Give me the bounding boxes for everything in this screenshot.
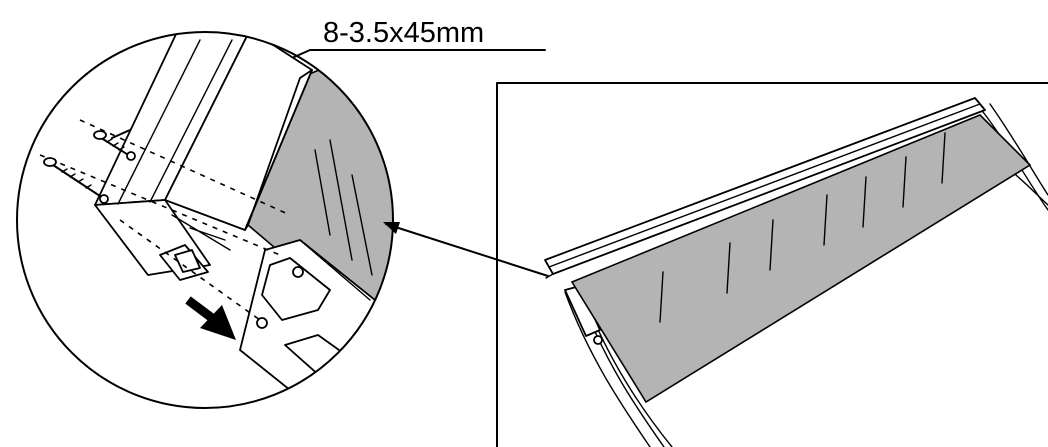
glass-hatch bbox=[351, 174, 373, 276]
screw-spec-label: 8-3.5x45mm bbox=[323, 17, 484, 49]
detail-connector-line bbox=[385, 223, 549, 277]
alignment-line bbox=[119, 219, 261, 321]
fixing-point bbox=[593, 335, 603, 345]
frame-rail bbox=[564, 291, 651, 447]
glass-hatch bbox=[314, 149, 331, 236]
overview-border bbox=[496, 82, 1048, 447]
glass-panel bbox=[570, 114, 1032, 404]
screw-icon bbox=[93, 130, 136, 161]
rafter-profile bbox=[94, 32, 313, 281]
detail-circle bbox=[16, 31, 394, 409]
connector-arrowhead bbox=[383, 222, 400, 234]
overview-frame bbox=[496, 82, 1048, 447]
glass-hatch bbox=[329, 139, 353, 261]
screw-icon bbox=[43, 157, 109, 204]
direction-arrow-icon bbox=[185, 296, 236, 340]
detail-circle-outline bbox=[16, 31, 394, 409]
